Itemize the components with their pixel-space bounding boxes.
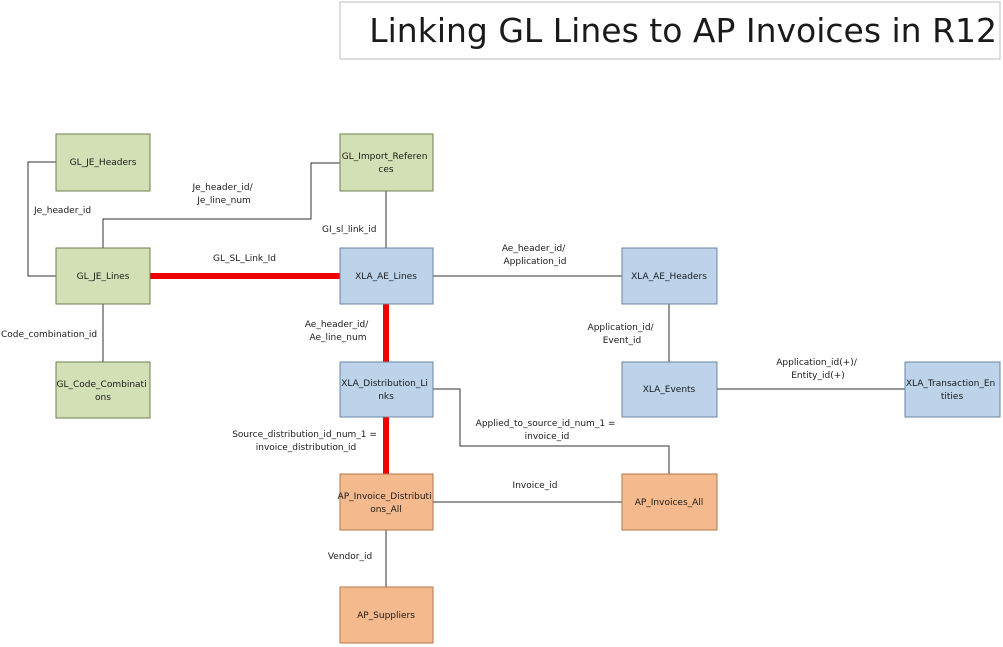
table-xla-events[interactable]: XLA_Events	[621, 361, 718, 418]
edge-label-ap-dist-suppliers: Vendor_id	[328, 552, 372, 562]
table-box	[339, 473, 434, 531]
table-box	[55, 361, 151, 419]
table-label: GL_Import_Referen ces	[342, 152, 431, 175]
edge-label-ap-dist-ap-invoices: Invoice_id	[513, 481, 558, 491]
table-label: GL_JE_Headers	[70, 158, 137, 168]
table-label: XLA_Transaction_En tities	[906, 379, 998, 402]
table-xla-transaction-entities[interactable]: XLA_Transaction_En tities	[904, 361, 1001, 418]
table-xla-ae-lines[interactable]: XLA_AE_Lines	[339, 247, 434, 305]
table-gl-import-references[interactable]: GL_Import_Referen ces	[339, 133, 434, 192]
edge-label-lines-import: Je_header_id/ Je_line_num	[191, 183, 255, 206]
table-label: XLA_Events	[643, 385, 696, 395]
title-box	[339, 1, 1001, 60]
diagram-title: Linking GL Lines to AP Invoices in R12	[369, 11, 997, 50]
table-box	[621, 361, 718, 418]
connectors	[27, 161, 905, 587]
connector-headers-lines	[27, 161, 56, 277]
edge-labels: Je_header_id Je_header_id/ Je_line_num G…	[1, 183, 859, 562]
table-xla-ae-headers[interactable]: XLA_AE_Headers	[621, 247, 718, 305]
table-label: XLA_AE_Lines	[355, 272, 417, 282]
table-ap-invoices-all[interactable]: AP_Invoices_All	[621, 473, 718, 531]
table-box	[621, 247, 718, 305]
highlight-path	[149, 273, 389, 474]
table-label: XLA_AE_Headers	[631, 272, 707, 282]
table-xla-distribution-links[interactable]: XLA_Distribution_Li nks	[339, 361, 434, 418]
table-ap-suppliers[interactable]: AP_Suppliers	[339, 586, 434, 644]
edge-label-xla-lines-dist-links: Ae_header_id/ Ae_line_num	[305, 320, 371, 343]
table-gl-je-lines[interactable]: GL_JE_Lines	[55, 247, 151, 305]
edge-label-lines-xla-lines: GL_SL_Link_Id	[213, 254, 276, 264]
table-label: GL_JE_Lines	[77, 272, 130, 282]
table-box	[904, 361, 1001, 418]
table-label: AP_Invoice_Distributi ons_All	[338, 492, 435, 515]
table-box	[55, 133, 151, 192]
edge-label-headers-events: Application_id/ Event_id	[588, 323, 657, 346]
table-gl-je-headers[interactable]: GL_JE_Headers	[55, 133, 151, 192]
edge-label-events-entities: Application_id(+)/ Entity_id(+)	[776, 358, 859, 381]
table-box	[339, 247, 434, 305]
edge-label-lines-code-comb: Code_combination_id	[1, 330, 97, 340]
table-label: GL_Code_Combinati ons	[57, 380, 150, 403]
table-gl-code-combinations[interactable]: GL_Code_Combinati ons	[55, 361, 151, 419]
table-box	[339, 133, 434, 192]
table-box	[621, 473, 718, 531]
edge-label-dist-links-ap-invoices: Applied_to_source_id_num_1 = invoice_id	[476, 419, 619, 442]
tables: GL_JE_Headers GL_JE_Lines GL_Code_Combin…	[55, 133, 1001, 644]
table-ap-invoice-distributions-all[interactable]: AP_Invoice_Distributi ons_All	[338, 473, 435, 531]
connector-dist-links-ap-invoices	[433, 388, 670, 474]
table-label: AP_Suppliers	[357, 611, 415, 621]
edge-label-headers-lines: Je_header_id	[33, 206, 91, 216]
table-label: XLA_Distribution_Li nks	[341, 379, 430, 402]
connector-lines-import	[102, 162, 340, 248]
table-box	[55, 247, 151, 305]
table-box	[339, 361, 434, 418]
table-box	[339, 586, 434, 644]
title-block: Linking GL Lines to AP Invoices in R12	[339, 1, 1001, 60]
edge-label-import-xla-lines: GI_sl_link_id	[322, 225, 376, 235]
edge-label-dist-links-ap-dist: Source_distribution_id_num_1 = invoice_d…	[232, 430, 380, 453]
table-label: AP_Invoices_All	[635, 498, 704, 508]
edge-label-xla-lines-headers: Ae_header_id/ Application_id	[502, 244, 568, 267]
